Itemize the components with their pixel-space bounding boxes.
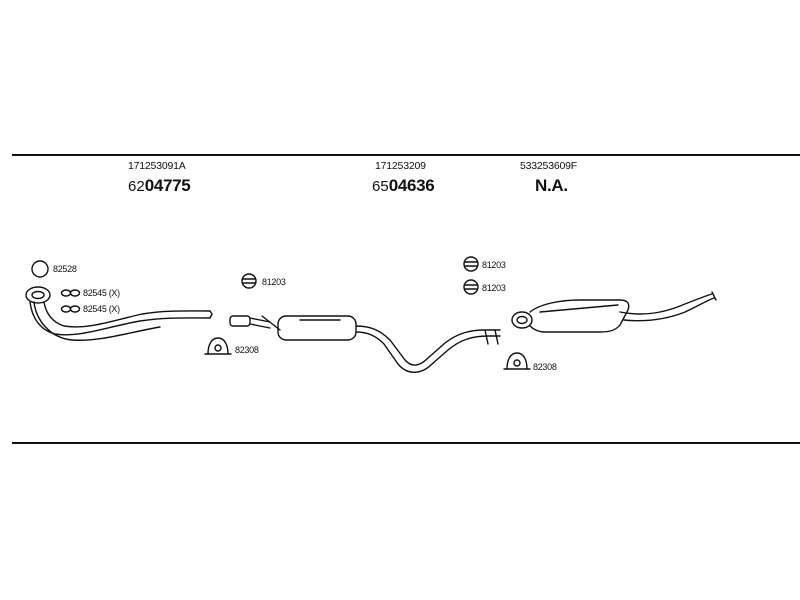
callout-label: 82545 (X) xyxy=(83,304,120,314)
order-number-front-pipe: 6204775 xyxy=(128,176,191,195)
order-main: 04636 xyxy=(388,176,435,195)
callout-label: 82308 xyxy=(533,362,557,372)
callout-label: 82308 xyxy=(235,345,259,355)
order-prefix: 65 xyxy=(372,178,389,195)
order-prefix: 62 xyxy=(128,178,145,195)
rear-silencer xyxy=(511,291,717,333)
order-number-rear-silencer: N.A. xyxy=(535,177,568,195)
rubber-mount-icon xyxy=(463,279,479,295)
callout-label: 81203 xyxy=(482,283,506,293)
u-bolt-clamp-icon xyxy=(503,352,531,370)
order-number-center-silencer: 6504636 xyxy=(372,176,435,195)
center-silencer xyxy=(229,315,501,373)
order-main: N.A. xyxy=(535,176,568,195)
bottom-rule xyxy=(12,442,800,444)
part-number-rear-silencer: 533253609F xyxy=(520,160,577,172)
part-number-front-pipe: 171253091A xyxy=(128,160,186,172)
order-main: 04775 xyxy=(144,176,191,195)
callout-label: 82528 xyxy=(53,264,77,274)
callout-label: 81203 xyxy=(262,277,286,287)
spring-clip-icon xyxy=(60,305,81,313)
rubber-mount-icon xyxy=(463,256,479,272)
rubber-mount-icon xyxy=(241,273,257,289)
part-number-center-silencer: 171253209 xyxy=(375,160,426,172)
spring-clip-icon xyxy=(60,289,81,297)
callout-label: 82545 (X) xyxy=(83,288,120,298)
top-rule xyxy=(12,154,800,156)
u-bolt-clamp-icon xyxy=(204,337,232,355)
front-pipe xyxy=(25,286,213,341)
gasket-ring-icon xyxy=(31,260,49,278)
callout-label: 81203 xyxy=(482,260,506,270)
